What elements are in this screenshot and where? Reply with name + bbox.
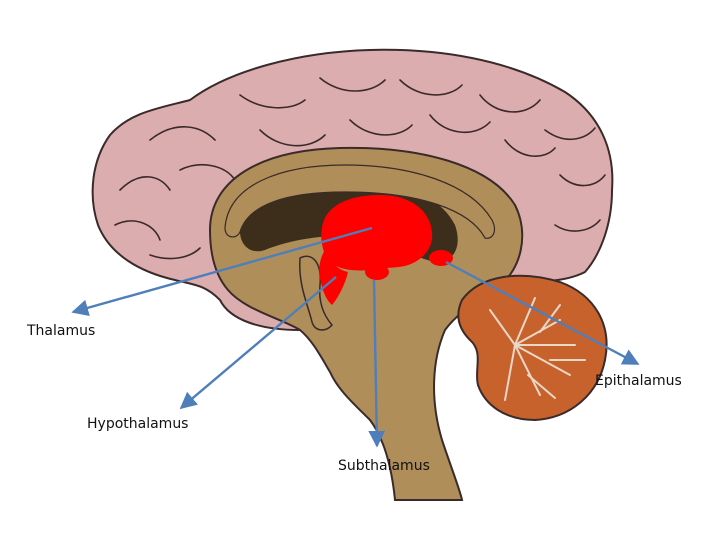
gyri-lines [114, 77, 606, 260]
thalamus-shape [321, 195, 433, 271]
epithalamus-arrow [445, 260, 640, 366]
subthalamus-arrow [368, 279, 386, 448]
corpus-callosum [224, 164, 496, 239]
label-subthalamus: Subthalamus [338, 458, 430, 474]
subthalamus-shape [365, 264, 389, 280]
hypothalamus-arrow [179, 276, 337, 410]
label-epithalamus: Epithalamus [595, 373, 682, 389]
label-hypothalamus: Hypothalamus [87, 416, 189, 432]
pointer-arrows [71, 226, 640, 448]
label-thalamus: Thalamus [27, 323, 96, 339]
thalamus-arrow [71, 226, 373, 316]
cerebellum [457, 274, 608, 422]
